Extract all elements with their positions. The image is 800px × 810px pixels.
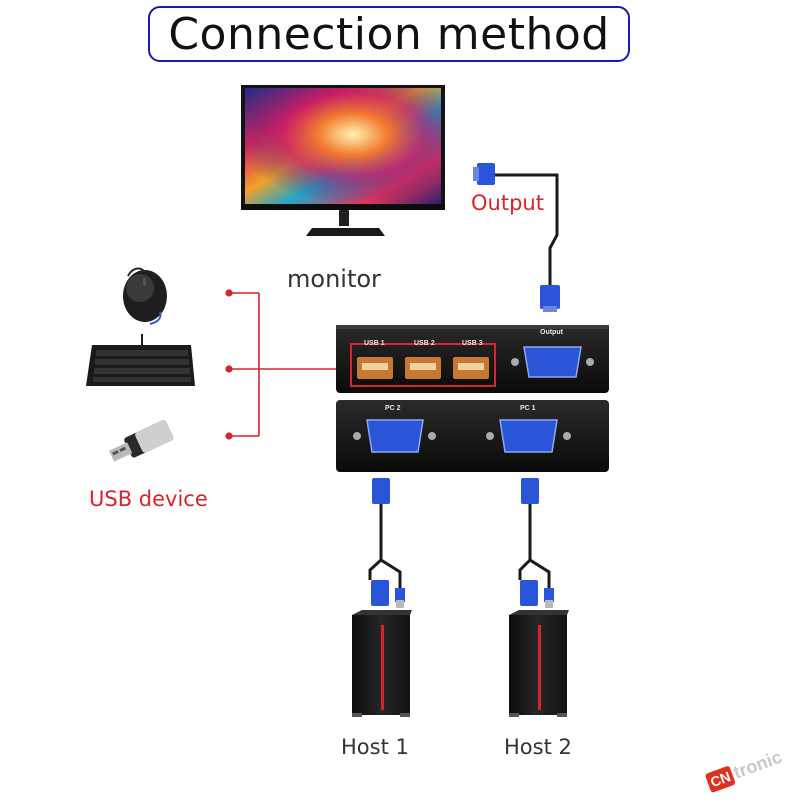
- usb-drive-icon: [109, 420, 174, 462]
- keyboard-icon: [86, 334, 195, 386]
- port-label-usb3: USB 3: [462, 340, 483, 347]
- output-vga-port: [511, 346, 594, 378]
- host1-label: Host 1: [341, 735, 409, 759]
- usb-port-2: [405, 357, 441, 379]
- host2-tower-icon: [509, 610, 569, 717]
- usb-connection-lines: [225, 289, 352, 440]
- port-label-pc1: PC 1: [520, 405, 536, 412]
- output-label: Output: [471, 191, 544, 215]
- kvm-switch-back: [336, 400, 609, 472]
- monitor-label: monitor: [287, 265, 381, 293]
- output-vga-cable: [473, 163, 560, 312]
- logo-badge: CN: [704, 765, 737, 794]
- usb-device-label: USB device: [89, 487, 208, 511]
- mouse-icon: [123, 267, 167, 325]
- monitor-icon: [241, 85, 445, 236]
- port-label-output: Output: [540, 329, 563, 336]
- host2-cable: [518, 478, 554, 608]
- pc2-vga-port: [353, 419, 436, 453]
- host2-label: Host 2: [504, 735, 572, 759]
- port-label-pc2: PC 2: [385, 405, 401, 412]
- pc1-vga-port: [486, 419, 571, 453]
- logo-text: tronic: [730, 746, 785, 783]
- usb-port-3: [453, 357, 489, 379]
- host1-cable: [368, 478, 405, 608]
- port-label-usb2: USB 2: [414, 340, 435, 347]
- usb-port-1: [357, 357, 393, 379]
- kvm-switch-front: [336, 325, 609, 393]
- port-label-usb1: USB 1: [364, 340, 385, 347]
- host1-tower-icon: [352, 610, 412, 717]
- page-title: Connection method: [148, 6, 630, 62]
